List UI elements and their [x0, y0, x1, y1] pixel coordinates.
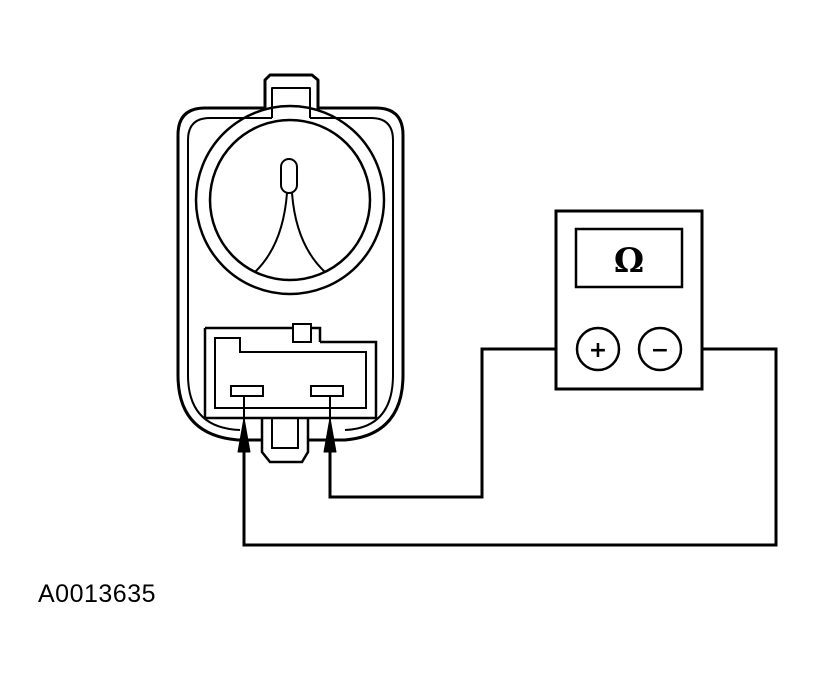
meter-display: [574, 227, 684, 289]
filament-left: [254, 192, 288, 273]
connector-top-edge: [205, 326, 322, 342]
housing-top-nub-inner: [271, 87, 311, 118]
lead-negative: [242, 347, 778, 547]
connector-latch: [292, 323, 312, 343]
connector-outer: [203, 328, 378, 420]
negative-terminal-symbol: −: [651, 338, 669, 363]
pin-slot-left: [230, 385, 264, 397]
connector-bottom-tab: [260, 418, 310, 464]
lens-outer-ring: [194, 104, 386, 296]
connector-inner: [214, 337, 367, 409]
bulb-element: [280, 158, 298, 194]
lens-assembly: [194, 104, 386, 296]
probe-left-body: [237, 417, 251, 453]
housing-outline: [176, 105, 405, 442]
lens-inner-ring: [208, 118, 372, 282]
figure-id-label: A0013635: [38, 580, 157, 608]
component-housing: [176, 73, 405, 442]
pin-slot-right: [310, 385, 344, 397]
housing-inner-line: [187, 117, 394, 431]
negative-terminal: [637, 326, 683, 372]
housing-top-nub: [263, 73, 320, 108]
positive-terminal: [575, 326, 621, 372]
meter-display-symbol: Ω: [614, 241, 644, 281]
lead-positive: [328, 347, 577, 499]
connector: [203, 323, 378, 464]
probe-right-body: [323, 417, 337, 453]
filament-right: [291, 192, 326, 273]
test-probes: [237, 395, 337, 453]
test-leads: [242, 347, 778, 547]
positive-terminal-symbol: +: [589, 338, 607, 363]
ohmmeter: Ω + −: [554, 209, 704, 391]
connector-bottom-tab-inner: [271, 418, 299, 449]
